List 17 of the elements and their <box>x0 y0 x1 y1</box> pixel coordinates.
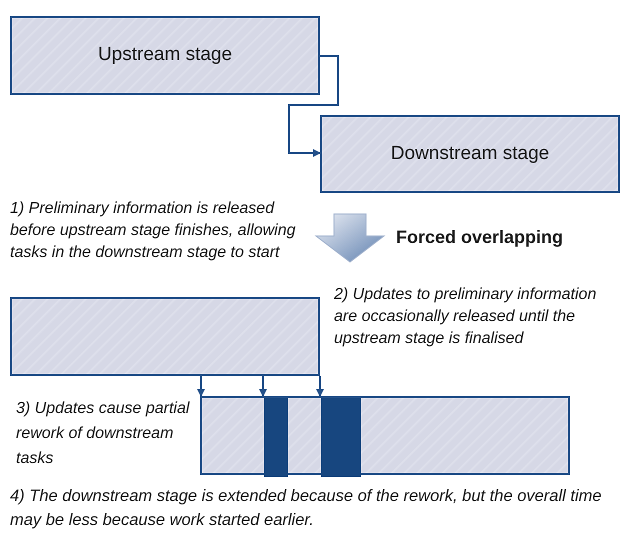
rework-bar <box>264 398 288 477</box>
note-text: 4) The downstream stage is extended because of the rework, but the overall time may be less because work started earlier. <box>10 486 603 531</box>
arrow <box>316 376 324 397</box>
arrow <box>288 55 339 157</box>
stage-box <box>10 16 320 95</box>
stage-box <box>10 297 320 376</box>
arrow <box>259 376 267 397</box>
note-text: 2) Updates to preliminary information are occasionally released until the upstream stage is finalised <box>334 285 598 349</box>
note-text: 1) Preliminary information is released before upstream stage finishes, allowing tasks in the downstream stage to start <box>10 199 296 263</box>
stage-box <box>320 115 620 193</box>
arrow <box>197 376 205 397</box>
stage-label: Downstream stage <box>390 142 550 166</box>
stage-box <box>200 396 570 475</box>
heading-label: Forced overlapping <box>396 226 564 249</box>
rework-bar <box>321 398 361 477</box>
note-text: 3) Updates cause partial rework of downstream tasks <box>16 399 191 469</box>
stage-label: Upstream stage <box>98 43 232 68</box>
